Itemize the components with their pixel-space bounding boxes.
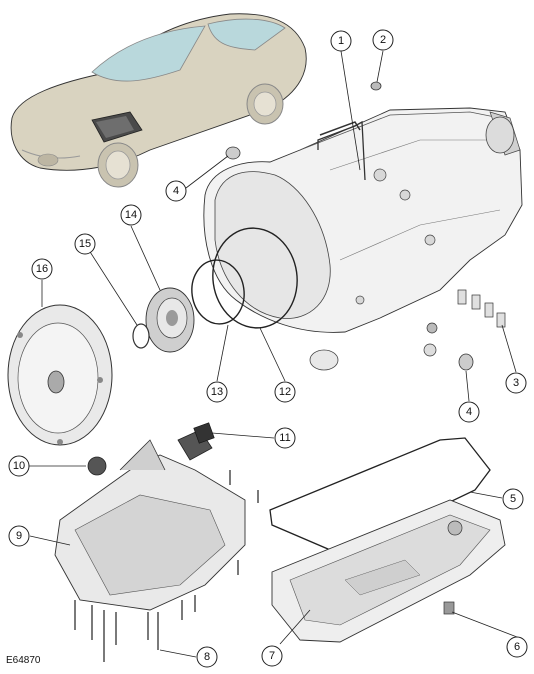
- callout-label: 5: [510, 493, 516, 505]
- vent-bolt: [370, 81, 382, 91]
- callout-10: 10: [8, 455, 30, 477]
- callout-label: 9: [16, 530, 22, 542]
- callout-label: 14: [125, 209, 137, 221]
- callout-2: 2: [372, 29, 394, 51]
- valve-body-bolts: [74, 470, 259, 662]
- callout-4-upper: 4: [165, 180, 187, 202]
- callout-label: 10: [13, 460, 25, 472]
- oil-pump: [145, 287, 195, 353]
- callout-11: 11: [274, 427, 296, 449]
- plug-upper: [225, 146, 241, 160]
- car-illustration: [10, 13, 307, 188]
- drain-plug: [443, 601, 455, 615]
- pump-seal: [132, 323, 150, 349]
- oil-filter: [177, 422, 215, 461]
- callout-16: 16: [31, 258, 53, 280]
- vent-pipe: [317, 120, 366, 181]
- callout-12: 12: [274, 381, 296, 403]
- callout-5: 5: [502, 488, 524, 510]
- callout-7: 7: [261, 645, 283, 667]
- small-o-ring: [191, 259, 245, 325]
- figure-id: E64870: [6, 655, 41, 666]
- callout-label: 6: [514, 641, 520, 653]
- callout-label: 7: [269, 650, 275, 662]
- callout-label: 16: [36, 263, 48, 275]
- callout-label: 12: [279, 386, 291, 398]
- oil-pan: [271, 499, 506, 643]
- torque-converter: [7, 304, 113, 446]
- callout-4-lower: 4: [458, 401, 480, 423]
- filter-seal: [87, 456, 107, 476]
- large-o-ring: [212, 227, 298, 329]
- callout-3: 3: [505, 372, 527, 394]
- callout-leaders: [29, 50, 518, 658]
- callout-9: 9: [8, 525, 30, 547]
- callout-8: 8: [196, 646, 218, 668]
- callout-15: 15: [74, 233, 96, 255]
- callout-label: 15: [79, 238, 91, 250]
- connector-sleeves: [457, 289, 506, 328]
- transmission-case: [203, 107, 523, 371]
- callout-label: 4: [466, 406, 472, 418]
- valve-body: [54, 439, 246, 611]
- callout-label: 3: [513, 377, 519, 389]
- callout-14: 14: [120, 204, 142, 226]
- plug-lower: [423, 322, 474, 371]
- callout-13: 13: [206, 381, 228, 403]
- callout-label: 1: [338, 35, 344, 47]
- callout-1: 1: [330, 30, 352, 52]
- callout-label: 8: [204, 651, 210, 663]
- callout-label: 4: [173, 185, 179, 197]
- callout-label: 2: [380, 34, 386, 46]
- callout-6: 6: [506, 636, 528, 658]
- callout-label: 13: [211, 386, 223, 398]
- oil-pan-gasket: [269, 437, 491, 553]
- callout-label: 11: [279, 432, 290, 444]
